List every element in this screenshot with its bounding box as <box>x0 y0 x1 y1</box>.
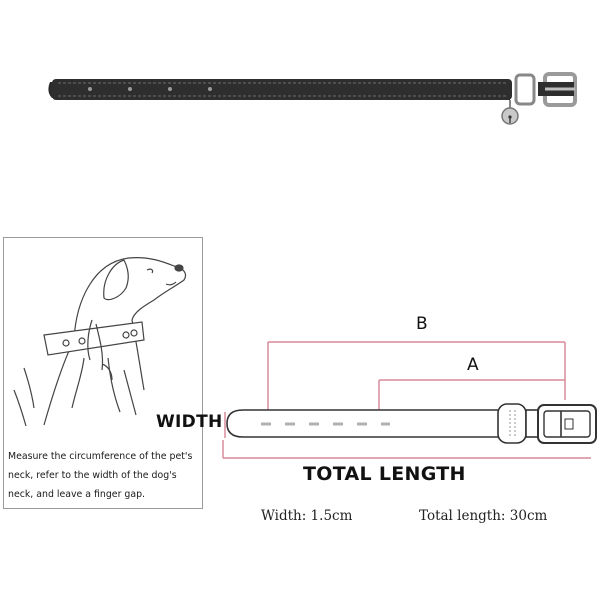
measure-label-a: A <box>467 355 479 375</box>
measurement-instructions-text: Measure the circumference of the pet's n… <box>8 451 193 500</box>
total-length-label: TOTAL LENGTH <box>303 463 466 485</box>
total-length-spec: Total length: 30cm <box>419 508 548 524</box>
dog-neck-illustration <box>13 257 187 427</box>
width-spec: Width: 1.5cm <box>261 508 353 524</box>
measurement-illustration-box <box>3 237 203 509</box>
collar-product-photo <box>48 72 577 125</box>
measure-label-b: B <box>416 314 428 334</box>
width-label: WIDTH <box>156 412 223 432</box>
collar-measurement-diagram <box>222 341 597 459</box>
